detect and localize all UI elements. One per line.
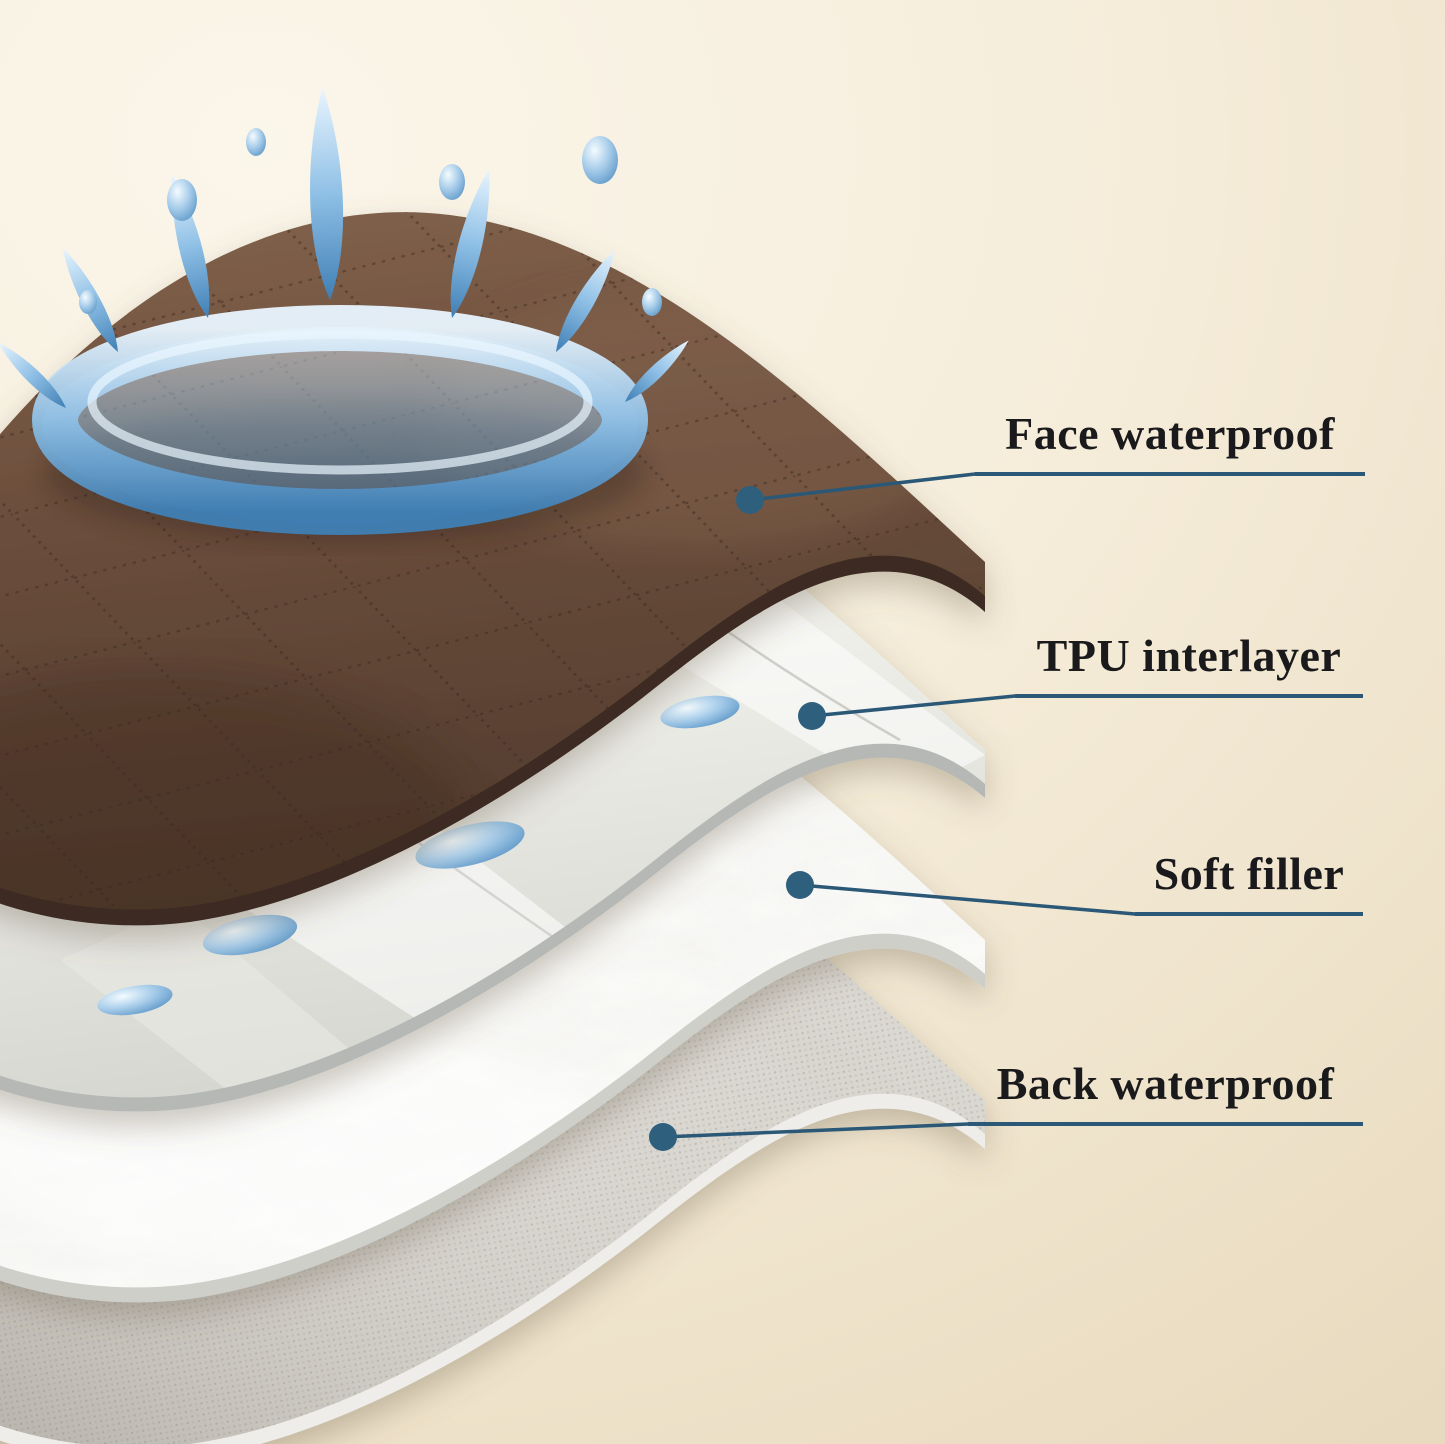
water-droplet-icon [79, 290, 97, 314]
layer-label-tpu-interlayer: TPU interlayer [1015, 628, 1363, 698]
callout-line-soft-filler [798, 883, 1137, 916]
layer-label-soft-filler: Soft filler [1135, 846, 1363, 916]
water-splash-icon [0, 87, 694, 542]
callout-line-back-waterproof [661, 1122, 970, 1139]
water-droplet-icon [439, 164, 465, 200]
water-droplet-icon [642, 288, 662, 316]
callout-line-face-waterproof [748, 472, 977, 502]
callout-line-tpu-interlayer [810, 694, 1017, 718]
callout-dot-soft-filler [786, 871, 814, 899]
water-droplet-icon [97, 984, 173, 1016]
water-droplet-icon [167, 179, 197, 221]
water-droplet-icon [202, 914, 298, 956]
callouts [649, 472, 1137, 1151]
water-droplets-on-tpu [97, 695, 740, 1016]
water-droplet-icon [582, 136, 618, 184]
callout-dot-back-waterproof [649, 1123, 677, 1151]
callout-dot-face-waterproof [736, 486, 764, 514]
layer-label-back-waterproof: Back waterproof [968, 1056, 1363, 1126]
water-droplet-icon [246, 128, 266, 156]
water-droplet-icon [415, 821, 525, 869]
layer-label-face-waterproof: Face waterproof [975, 406, 1365, 476]
water-droplet-icon [660, 695, 740, 729]
callout-dot-tpu-interlayer [798, 702, 826, 730]
